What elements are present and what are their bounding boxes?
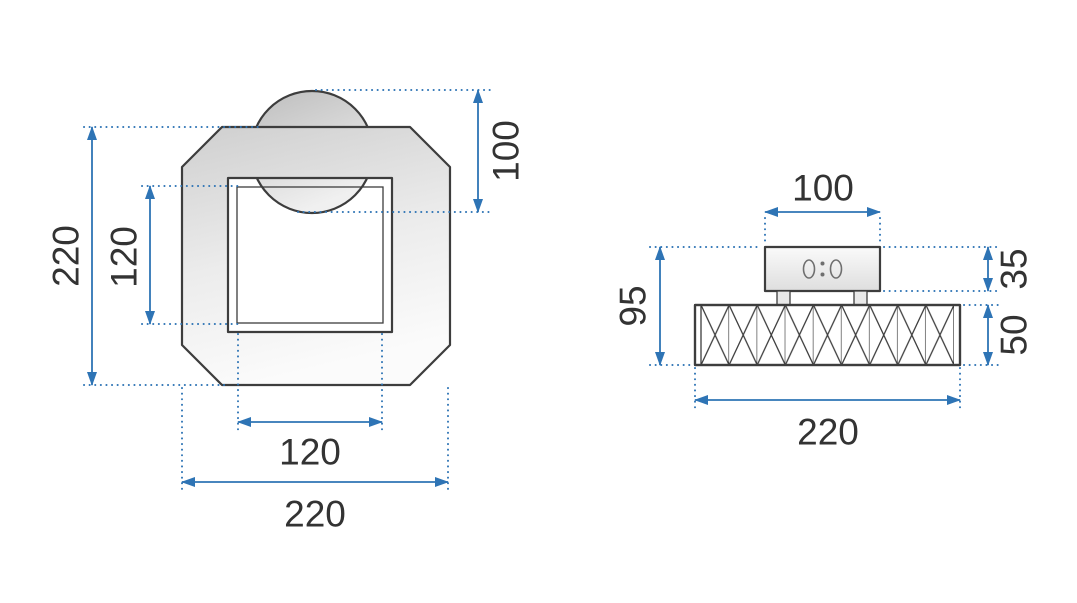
dim-top-outer-height: 220 — [46, 126, 259, 386]
dim-label-canopy-height: 35 — [994, 248, 1035, 289]
top-view — [180, 89, 452, 387]
dim-top-shade-diameter: 100 — [297, 89, 527, 213]
side-view — [693, 245, 962, 367]
dim-side-canopy-width: 100 — [764, 168, 881, 244]
dim-side-overall-height: 95 — [613, 246, 761, 366]
dim-side-band-height: 50 — [963, 304, 1035, 366]
canopy-leg-right — [853, 290, 868, 306]
dim-top-inner-height: 120 — [104, 185, 241, 325]
digital-display-icon — [802, 259, 843, 279]
dim-side-overall-width: 220 — [694, 367, 961, 453]
canopy-box — [763, 245, 882, 293]
dim-top-inner-width: 120 — [237, 333, 383, 473]
dim-label-inner-height: 120 — [104, 226, 145, 288]
crystal-band-outline — [693, 303, 962, 367]
canopy-leg-left — [776, 290, 791, 306]
frame-body — [180, 125, 452, 387]
dim-label-outer-height: 220 — [46, 225, 87, 287]
window-inner-frame — [236, 186, 384, 324]
dim-label-inner-width: 120 — [279, 432, 341, 473]
dim-top-outer-width: 220 — [181, 387, 449, 535]
dim-label-overall-width: 220 — [797, 412, 859, 453]
crystal-band-lattice — [701, 305, 954, 365]
dim-label-overall-height: 95 — [613, 285, 654, 326]
dim-label-shade-diameter: 100 — [486, 120, 527, 182]
dim-label-band-height: 50 — [994, 314, 1035, 355]
dim-side-canopy-height: 35 — [883, 246, 1035, 292]
dim-label-outer-width: 220 — [284, 494, 346, 535]
dim-label-canopy-width: 100 — [792, 168, 854, 209]
